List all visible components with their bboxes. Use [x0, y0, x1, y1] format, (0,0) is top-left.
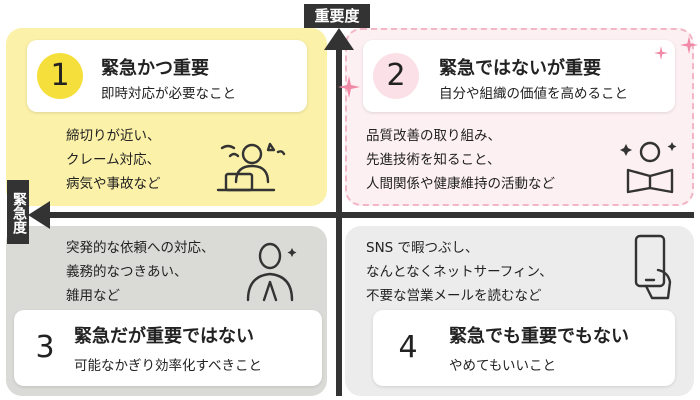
vertical-axis-arrow [324, 28, 354, 50]
quadrant-3-example: 義務的なつきあい、 [66, 264, 188, 280]
quadrant-3-example: 雑用など [66, 288, 120, 304]
quadrant-4-example: SNS で暇つぶし、 [366, 240, 479, 256]
quadrant-1-subtitle: 即時対応が必要なこと [101, 86, 236, 102]
quadrant-1-example: 締切りが近い、 [66, 128, 161, 144]
quadrant-3-examples: 突発的な依頼への対応、 義務的なつきあい、 雑用など [66, 236, 215, 308]
quadrant-2-examples: 品質改善の取り組み、 先進技術を知ること、 人間関係や健康維持の活動など [366, 124, 555, 196]
horizontal-axis-arrow [28, 201, 50, 229]
quadrant-2-example: 先進技術を知ること、 [366, 152, 501, 168]
quadrant-4-examples: SNS で暇つぶし、 なんとなくネットサーフィン、 不要な営業メールを読むなど [366, 236, 553, 308]
quadrant-2-header-card: 2 緊急ではないが重要 自分や組織の価値を高めること [363, 40, 675, 112]
quadrant-3-title: 緊急だが重要ではない [74, 326, 254, 347]
vertical-axis-line [336, 42, 342, 396]
quadrant-1-title: 緊急かつ重要 [101, 58, 209, 79]
quadrant-1-header-card: 1 緊急かつ重要 即時対応が必要なこと [27, 40, 307, 112]
importance-axis-label: 重要度 [304, 4, 370, 28]
person-bowing-icon [246, 242, 297, 302]
stressed-person-at-laptop-icon [216, 142, 286, 192]
quadrant-1-example: 病気や事故など [66, 176, 161, 192]
quadrant-2-example: 品質改善の取り組み、 [366, 128, 501, 144]
quadrant-1-examples: 締切りが近い、 クレーム対応、 病気や事故など [66, 124, 161, 196]
quadrant-1-number: 1 [37, 53, 83, 99]
quadrant-4-subtitle: やめてもいいこと [449, 358, 557, 374]
person-reading-book-icon [620, 141, 677, 194]
quadrant-2-title: 緊急ではないが重要 [439, 58, 601, 79]
sparkle-icon [680, 36, 698, 54]
quadrant-4-title: 緊急でも重要でもない [449, 326, 629, 347]
quadrant-3-header-card: 3 緊急だが重要ではない 可能なかぎり効率化すべきこと [14, 310, 322, 386]
quadrant-2-subtitle: 自分や組織の価値を高めること [439, 86, 628, 102]
sparkle-icon [338, 76, 360, 98]
smartphone-in-hand-icon [634, 234, 672, 300]
quadrant-4-header-card: 4 緊急でも重要でもない やめてもいいこと [373, 310, 675, 386]
quadrant-2-number: 2 [373, 53, 419, 99]
quadrant-2-example: 人間関係や健康維持の活動など [366, 176, 555, 192]
quadrant-4-number: 4 [385, 325, 431, 371]
quadrant-4-example: なんとなくネットサーフィン、 [366, 264, 553, 280]
quadrant-3-example: 突発的な依頼への対応、 [66, 240, 215, 256]
quadrant-3-number: 3 [22, 325, 68, 371]
urgency-axis-label: 緊急度 [7, 180, 29, 244]
quadrant-1-example: クレーム対応、 [66, 152, 161, 168]
quadrant-4-example: 不要な営業メールを読むなど [366, 288, 542, 304]
quadrant-3-subtitle: 可能なかぎり効率化すべきこと [74, 358, 263, 374]
horizontal-axis-line [44, 212, 694, 218]
sparkle-icon [654, 46, 668, 60]
